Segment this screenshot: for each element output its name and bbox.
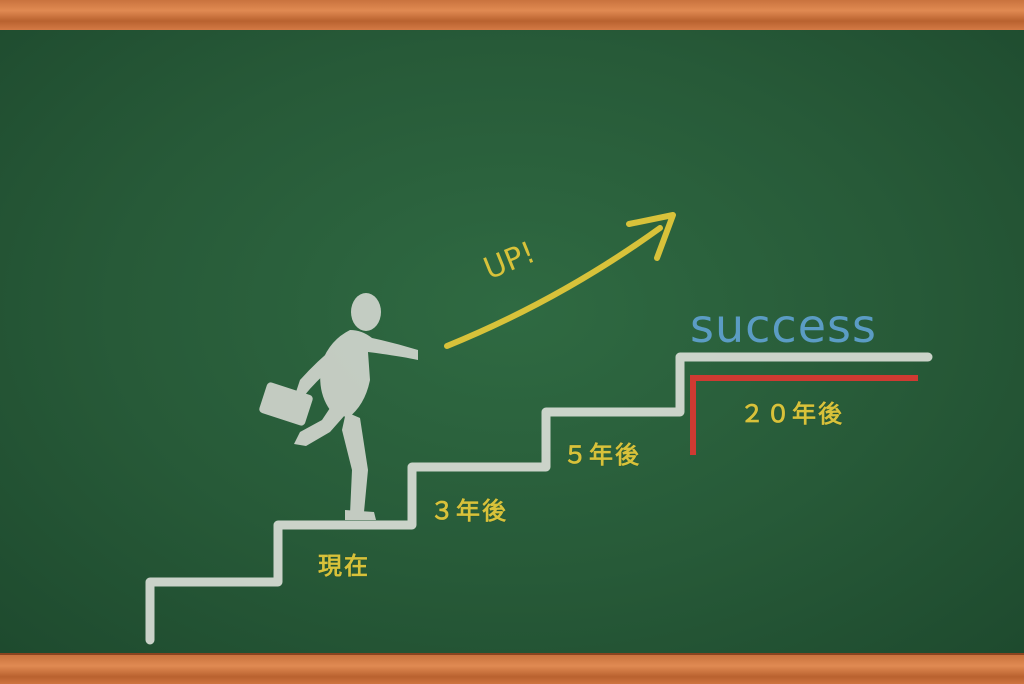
- wood-frame-bottom: [0, 653, 1024, 684]
- step-label-5-years: ５年後: [563, 441, 641, 469]
- goal-marker-line: [690, 375, 918, 455]
- step-label-20-years: ２０年後: [740, 400, 844, 428]
- success-label: success: [690, 299, 877, 353]
- up-arrow-head: [626, 212, 676, 261]
- step-label-3-years: ３年後: [430, 497, 508, 525]
- staircase-line: [145, 352, 933, 645]
- businessman-figure: [259, 293, 418, 520]
- chalkboard-surface: [0, 30, 1024, 653]
- up-arrow-shaft: [444, 225, 663, 349]
- step-label-now: 現在: [318, 552, 370, 580]
